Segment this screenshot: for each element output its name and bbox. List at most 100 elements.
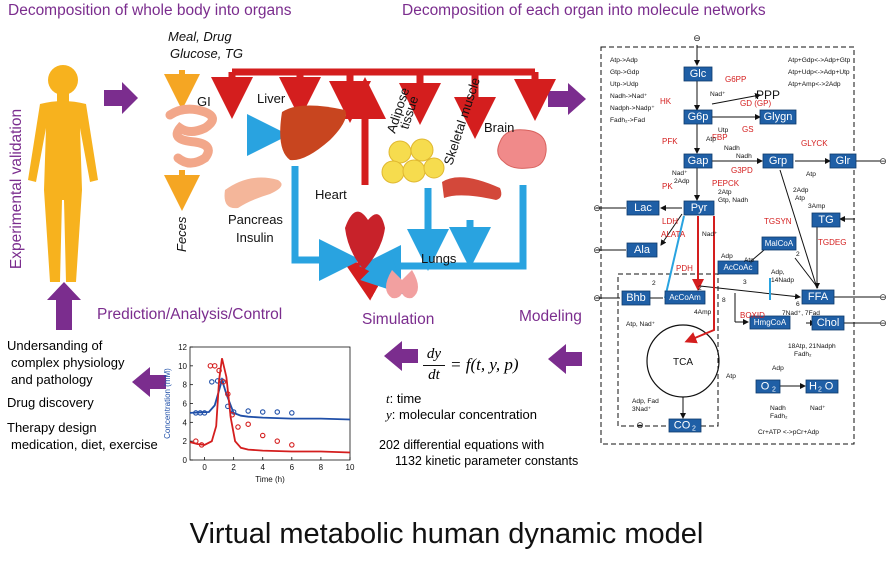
series-1-point bbox=[289, 442, 295, 448]
muscle-icon bbox=[442, 177, 502, 200]
svg-text:Pyr: Pyr bbox=[691, 202, 708, 214]
svg-text:Nadph->Nadp⁺: Nadph->Nadp⁺ bbox=[610, 105, 655, 112]
svg-text:TGSYN: TGSYN bbox=[764, 217, 792, 226]
svg-text:CO: CO bbox=[674, 420, 691, 432]
svg-text:3Nad⁺: 3Nad⁺ bbox=[632, 406, 652, 413]
svg-text:Atp, Nad⁺: Atp, Nad⁺ bbox=[626, 321, 656, 328]
adipose-icon bbox=[381, 138, 445, 184]
arrow-body-to-organs bbox=[104, 82, 138, 114]
svg-text:7Nad⁺, 7Fad: 7Nad⁺, 7Fad bbox=[782, 310, 820, 317]
svg-text:Glygn: Glygn bbox=[764, 111, 793, 123]
svg-text:Nadh->Nad⁺: Nadh->Nad⁺ bbox=[610, 93, 648, 100]
svg-text:G3PD: G3PD bbox=[731, 166, 753, 175]
svg-text:FFA: FFA bbox=[808, 291, 829, 303]
x-tick-label: 10 bbox=[346, 463, 355, 472]
svg-text:Gtp, Nadh: Gtp, Nadh bbox=[718, 197, 748, 204]
series-0-point bbox=[209, 379, 215, 385]
node-glr: Glr bbox=[829, 153, 857, 169]
series-0-point bbox=[289, 410, 295, 416]
svg-text:Utp->Udp: Utp->Udp bbox=[610, 81, 639, 88]
series-0-point bbox=[274, 409, 281, 415]
svg-text:Nad⁺: Nad⁺ bbox=[702, 231, 718, 238]
svg-text:2: 2 bbox=[692, 426, 696, 433]
svg-text:2Adp: 2Adp bbox=[793, 187, 809, 194]
svg-text:HK: HK bbox=[660, 97, 672, 106]
ode-equation: dy dt = f(t, y, p) bbox=[395, 343, 605, 393]
series-0-point bbox=[230, 409, 237, 415]
series-1-point bbox=[229, 412, 235, 418]
eq-fraction-bar bbox=[423, 365, 445, 366]
y-tick-label: 2 bbox=[183, 437, 188, 446]
svg-text:2: 2 bbox=[698, 285, 702, 292]
app-understanding-3: and pathology bbox=[11, 372, 93, 387]
gi-label: GI bbox=[197, 94, 211, 109]
svg-text:⊖: ⊖ bbox=[593, 293, 601, 303]
svg-text:Atp: Atp bbox=[795, 195, 805, 202]
svg-text:2Atp: 2Atp bbox=[718, 189, 732, 196]
y-axis-label: Concentration (mM) bbox=[163, 368, 172, 439]
svg-text:AcCoAc: AcCoAc bbox=[724, 263, 753, 272]
svg-text:Atp+Gdp<->Adp+Gtp: Atp+Gdp<->Adp+Gtp bbox=[788, 57, 851, 64]
svg-text:Cr+ATP <->pCr+Adp: Cr+ATP <->pCr+Adp bbox=[758, 429, 819, 436]
svg-text:H: H bbox=[809, 381, 817, 393]
x-axis-label: Time (h) bbox=[255, 475, 285, 484]
header-modeling: Modeling bbox=[519, 308, 582, 325]
y-tick-label: 8 bbox=[183, 381, 188, 390]
svg-text:Adp: Adp bbox=[772, 365, 784, 372]
svg-text:FBP: FBP bbox=[712, 133, 728, 142]
series-1-point bbox=[274, 438, 281, 444]
svg-text:⊖: ⊖ bbox=[593, 203, 601, 213]
svg-text:Utp: Utp bbox=[718, 127, 729, 134]
svg-text:PDH: PDH bbox=[676, 264, 693, 273]
gi-icon bbox=[165, 104, 217, 168]
feces-label: Feces bbox=[174, 216, 189, 252]
series-0-point bbox=[259, 409, 266, 415]
header-organs: Decomposition of whole body into organs bbox=[8, 2, 292, 19]
liver-label: Liver bbox=[257, 91, 286, 106]
svg-text:Nad⁺: Nad⁺ bbox=[710, 91, 726, 98]
inputs-line2: Glucose, TG bbox=[170, 46, 243, 61]
x-tick-label: 4 bbox=[261, 463, 266, 472]
series-0-point bbox=[201, 410, 208, 416]
app-understanding-1: Undersanding of bbox=[7, 338, 103, 353]
node-g6p: G6p bbox=[683, 109, 713, 125]
app-therapy-design: Therapy design bbox=[7, 420, 97, 435]
svg-text:⊖: ⊖ bbox=[879, 292, 887, 302]
pancreas-icon bbox=[224, 177, 282, 209]
svg-text:BOXID: BOXID bbox=[740, 311, 765, 320]
arrow-up-to-body bbox=[47, 282, 81, 330]
svg-text:G6PP: G6PP bbox=[725, 75, 746, 84]
node-glygn: Glygn bbox=[759, 109, 797, 125]
series-1-point bbox=[220, 379, 227, 385]
svg-text:Atp: Atp bbox=[744, 257, 754, 264]
svg-text:TGDEG: TGDEG bbox=[818, 238, 846, 247]
svg-text:Atp->Adp: Atp->Adp bbox=[610, 57, 638, 64]
svg-text:TG: TG bbox=[818, 214, 833, 226]
svg-text:O: O bbox=[761, 381, 770, 393]
arrow-network-to-modeling bbox=[548, 344, 582, 374]
series-1-point bbox=[193, 438, 199, 444]
series-1-point bbox=[211, 363, 218, 369]
app-therapy-detail: medication, diet, exercise bbox=[11, 437, 158, 452]
svg-text:3Amp: 3Amp bbox=[808, 203, 826, 210]
svg-text:HmgCoA: HmgCoA bbox=[754, 318, 787, 327]
svg-text:Glr: Glr bbox=[836, 155, 851, 167]
svg-text:AcCoAm: AcCoAm bbox=[669, 293, 701, 302]
header-networks: Decomposition of each organ into molecul… bbox=[402, 2, 766, 19]
series-1-point bbox=[235, 424, 241, 430]
svg-text:Nad⁺: Nad⁺ bbox=[672, 170, 688, 177]
svg-text:LDH: LDH bbox=[662, 217, 678, 226]
node-gap: Gap bbox=[683, 153, 713, 169]
x-tick-label: 2 bbox=[231, 463, 236, 472]
node-accoac: AcCoAc bbox=[717, 260, 759, 275]
svg-text:Atp+Amp<->2Adp: Atp+Amp<->2Adp bbox=[788, 81, 841, 88]
arrow-organs-to-network bbox=[548, 83, 586, 115]
svg-text:2: 2 bbox=[818, 387, 822, 394]
series-1-point bbox=[259, 432, 266, 439]
arrow-simulation-to-applications bbox=[132, 367, 166, 397]
svg-text:Fadh₂: Fadh₂ bbox=[794, 351, 812, 358]
svg-text:Atp+Udp<->Adp+Utp: Atp+Udp<->Adp+Utp bbox=[788, 69, 850, 76]
liver-icon bbox=[280, 105, 346, 161]
